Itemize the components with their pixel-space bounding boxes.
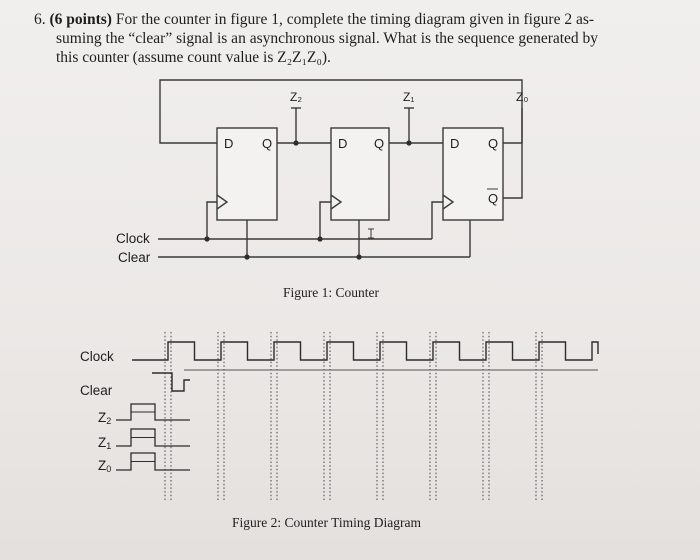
- fig2-z1-label: Z1: [98, 435, 112, 451]
- z1-initial-waveform: [116, 428, 190, 447]
- ff0-qbar-label: Q: [488, 191, 499, 206]
- z2-initial-waveform: [116, 403, 190, 421]
- ff2-q-label: Q: [262, 136, 273, 151]
- fig2-z0-label: Z0: [98, 458, 112, 474]
- z1-output-label: Z₁: [403, 90, 415, 104]
- flipflop-1-clock-triangle: [330, 194, 343, 210]
- ff1-d-label: D: [338, 136, 348, 151]
- figure1-caption: Figure 1: Counter: [283, 285, 379, 300]
- problem-number: 6.: [34, 11, 46, 28]
- clock-to-ff2: [206, 201, 217, 239]
- problem-text-line-3: this counter (assume count value is Z₂Z₁…: [56, 49, 331, 66]
- fig2-clear-label: Clear: [80, 383, 113, 398]
- flipflop-2-clock-triangle: [216, 194, 229, 210]
- fig2-clock-label: Clock: [80, 349, 114, 364]
- clock-to-ff0: [431, 201, 443, 239]
- fig1-clock-label: Clock: [116, 231, 150, 246]
- clock-waveform: [132, 341, 599, 361]
- flipflop-0-clock-triangle: [442, 194, 455, 210]
- z0-initial-waveform: [116, 452, 190, 471]
- ff0-q-label: Q: [488, 136, 499, 151]
- z2-output-label: Z₂: [290, 90, 302, 104]
- feedback-wire: [159, 79, 523, 199]
- flipflop-0-box: [442, 127, 504, 221]
- fig2-z2-label: Z2: [98, 410, 112, 426]
- figure2-caption: Figure 2: Counter Timing Diagram: [232, 515, 421, 530]
- ff2-d-label: D: [224, 136, 234, 151]
- problem-statement: 6. (6 points) For the counter in figure …: [34, 10, 664, 67]
- clear-waveform: [152, 372, 190, 392]
- problem-text-line-1: For the counter in figure 1, complete th…: [115, 11, 595, 28]
- fig1-clear-label: Clear: [118, 250, 151, 265]
- flipflop-1-box: [330, 127, 390, 221]
- ff1-q-label: Q: [374, 136, 385, 151]
- problem-text-line-2: suming the “clear” signal is an asynchro…: [56, 30, 599, 47]
- ff0-d-label: D: [450, 136, 460, 151]
- clock-to-ff1: [319, 201, 331, 239]
- problem-points: (6 points): [49, 11, 112, 28]
- z0-output-label: Z₀: [516, 90, 529, 104]
